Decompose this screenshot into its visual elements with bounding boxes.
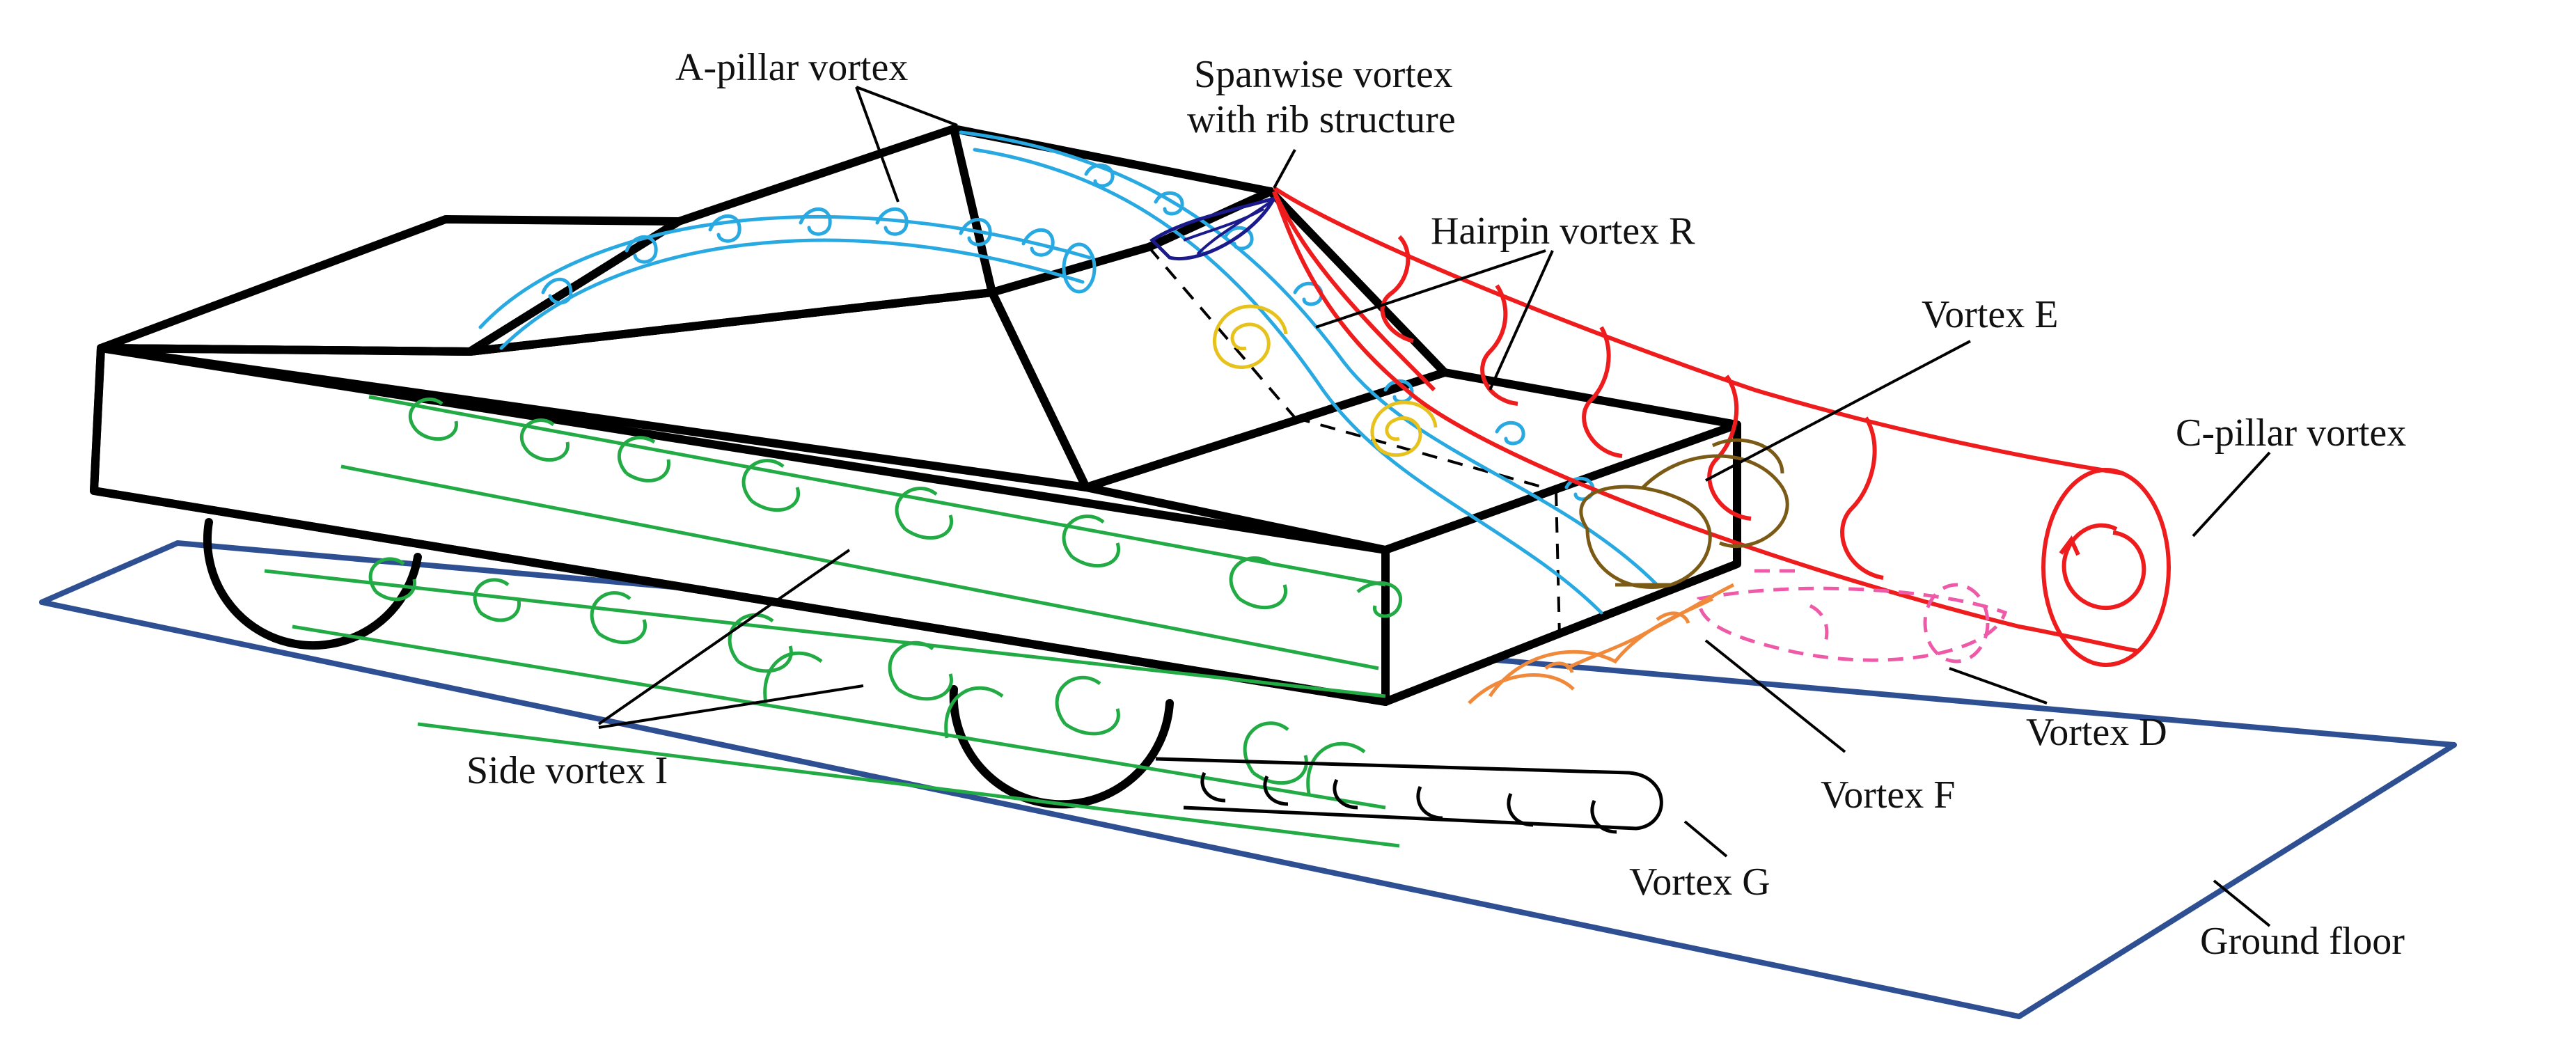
leader-lines <box>597 86 2271 927</box>
c-pillar-vortex <box>1272 186 2171 667</box>
labels: A-pillar vortex Spanwise vortex with rib… <box>466 46 2406 963</box>
car-rear-face <box>1381 421 1741 706</box>
hidden-edge-1 <box>1147 246 1296 419</box>
vortex-f <box>1468 583 1735 705</box>
spanwise-vortex <box>1149 195 1278 260</box>
rear-wheel <box>203 518 422 650</box>
label-c-pillar-vortex: C-pillar vortex <box>2176 411 2406 455</box>
label-vortex-f: Vortex F <box>1821 773 1955 817</box>
car-body <box>90 125 1741 706</box>
a-pillar-vortex <box>478 130 1659 615</box>
label-vortex-e: Vortex E <box>1922 293 2059 336</box>
front-wheel <box>949 685 1174 809</box>
ground-floor <box>39 540 2457 1019</box>
vortex-d <box>1697 569 2008 663</box>
vortex-g <box>1155 757 1663 834</box>
label-vortex-d: Vortex D <box>2026 711 2167 754</box>
label-a-pillar-vortex: A-pillar vortex <box>675 46 908 89</box>
label-spanwise-line2: with rib structure <box>1187 98 1456 141</box>
hairpin-vortex <box>1213 304 1438 457</box>
label-ground-floor: Ground floor <box>2200 920 2405 963</box>
label-side-vortex: Side vortex I <box>466 749 668 792</box>
label-vortex-g: Vortex G <box>1629 860 1770 904</box>
vortex-e <box>1579 438 1789 589</box>
label-hairpin-vortex: Hairpin vortex R <box>1431 210 1695 253</box>
label-spanwise-line1: Spanwise vortex <box>1194 53 1453 96</box>
hidden-edge-2 <box>1294 416 1557 492</box>
